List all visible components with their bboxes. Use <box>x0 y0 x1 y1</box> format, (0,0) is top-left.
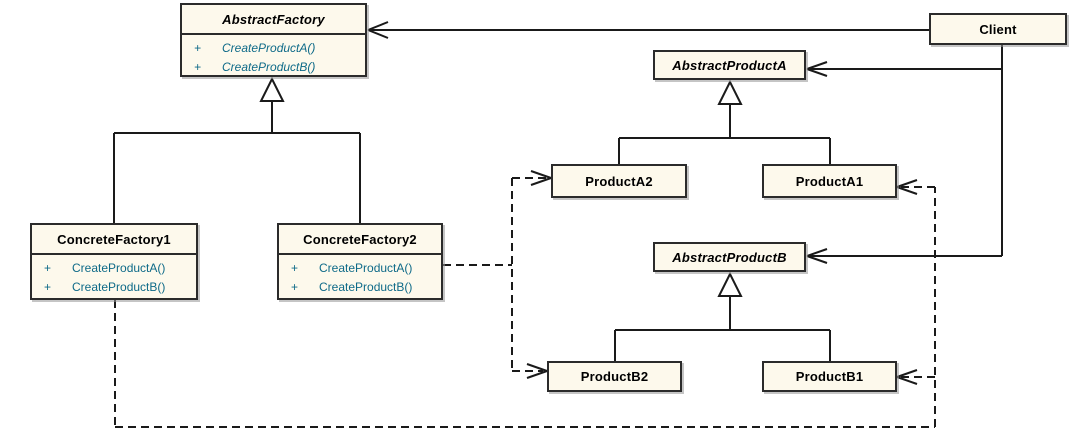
method-compartment: +CreateProductA() +CreateProductB() <box>32 255 196 297</box>
class-title: AbstractProductA <box>672 57 787 73</box>
class-abstract-factory[interactable]: AbstractFactory +CreateProductA() +Creat… <box>180 3 367 77</box>
generalization-factories <box>113 76 361 223</box>
class-title: Client <box>979 21 1017 37</box>
class-title: ConcreteFactory1 <box>32 225 196 255</box>
class-product-a2[interactable]: ProductA2 <box>551 164 687 198</box>
dependency-concretefactory1 <box>114 179 936 428</box>
association-client-abstractfactory <box>367 21 929 39</box>
method-create-product-a: +CreateProductA() <box>44 261 166 275</box>
class-product-b2[interactable]: ProductB2 <box>547 361 682 392</box>
method-create-product-a: +CreateProductA() <box>194 41 316 55</box>
class-title: ConcreteFactory2 <box>279 225 441 255</box>
method-compartment: +CreateProductA() +CreateProductB() <box>182 35 365 77</box>
class-title: ProductA1 <box>795 173 864 189</box>
dependency-concretefactory2 <box>443 170 552 379</box>
class-title: ProductB1 <box>795 369 864 384</box>
generalization-products-b <box>614 271 831 361</box>
class-concrete-factory2[interactable]: ConcreteFactory2 +CreateProductA() +Crea… <box>277 223 443 300</box>
class-abstract-product-b[interactable]: AbstractProductB <box>653 242 806 272</box>
method-compartment: +CreateProductA() +CreateProductB() <box>279 255 441 297</box>
generalization-products-a <box>618 79 831 164</box>
class-title: AbstractFactory <box>182 5 365 35</box>
method-create-product-a: +CreateProductA() <box>291 261 413 275</box>
class-concrete-factory1[interactable]: ConcreteFactory1 +CreateProductA() +Crea… <box>30 223 198 300</box>
class-product-b1[interactable]: ProductB1 <box>762 361 897 392</box>
class-title: ProductB2 <box>580 369 649 384</box>
method-create-product-b: +CreateProductB() <box>44 280 166 294</box>
method-create-product-b: +CreateProductB() <box>194 60 316 74</box>
method-create-product-b: +CreateProductB() <box>291 280 413 294</box>
class-product-a1[interactable]: ProductA1 <box>762 164 897 198</box>
class-abstract-product-a[interactable]: AbstractProductA <box>653 50 806 80</box>
class-client[interactable]: Client <box>929 13 1067 45</box>
association-client-abstractproducts <box>806 45 1003 264</box>
class-title: AbstractProductB <box>672 249 787 265</box>
class-title: ProductA2 <box>585 173 653 189</box>
